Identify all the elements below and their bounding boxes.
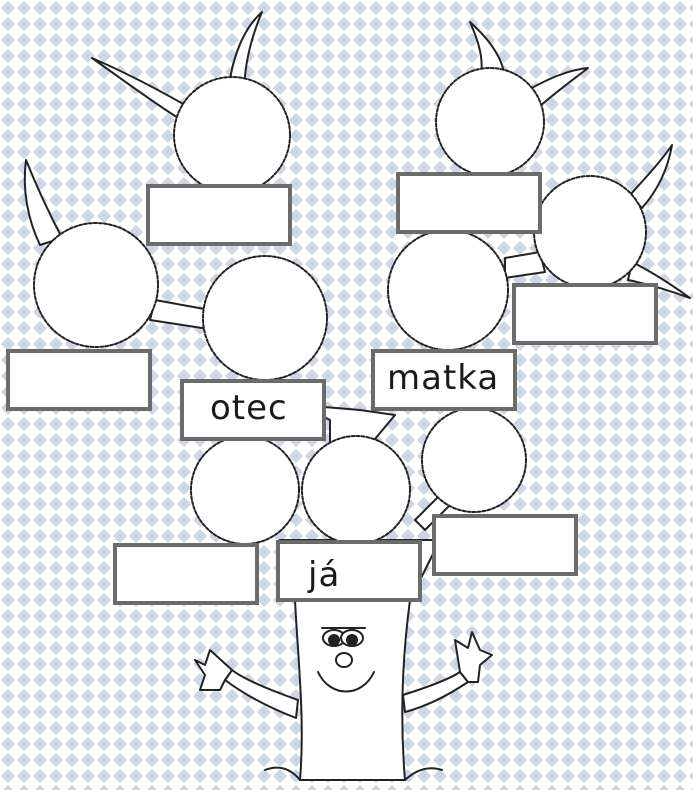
name-box-top-right[interactable]: [396, 172, 542, 234]
hand-right: [454, 631, 493, 683]
foliage: [33, 67, 647, 545]
mother-label: matka: [387, 358, 500, 398]
twig: [629, 144, 673, 209]
arm-left: [224, 669, 299, 719]
arm-right: [402, 671, 469, 713]
name-box-mother[interactable]: matka: [371, 349, 517, 411]
hand-left: [194, 649, 233, 691]
name-box-sibling-right[interactable]: [432, 514, 578, 576]
twig: [91, 57, 186, 119]
name-box-me[interactable]: já: [276, 540, 422, 602]
name-box-sibling-left[interactable]: [113, 543, 259, 605]
me-label: já: [308, 555, 341, 595]
twig: [627, 261, 691, 299]
name-box-top-left[interactable]: [146, 184, 292, 246]
father-label: otec: [210, 388, 288, 428]
name-box-left-outer[interactable]: [6, 349, 152, 411]
twig: [527, 67, 589, 109]
twig: [227, 11, 263, 96]
name-box-father[interactable]: otec: [180, 379, 326, 441]
roots: [264, 766, 443, 781]
twig: [23, 159, 63, 246]
trunk-face: [317, 627, 375, 693]
name-box-right-outer[interactable]: [512, 283, 658, 345]
